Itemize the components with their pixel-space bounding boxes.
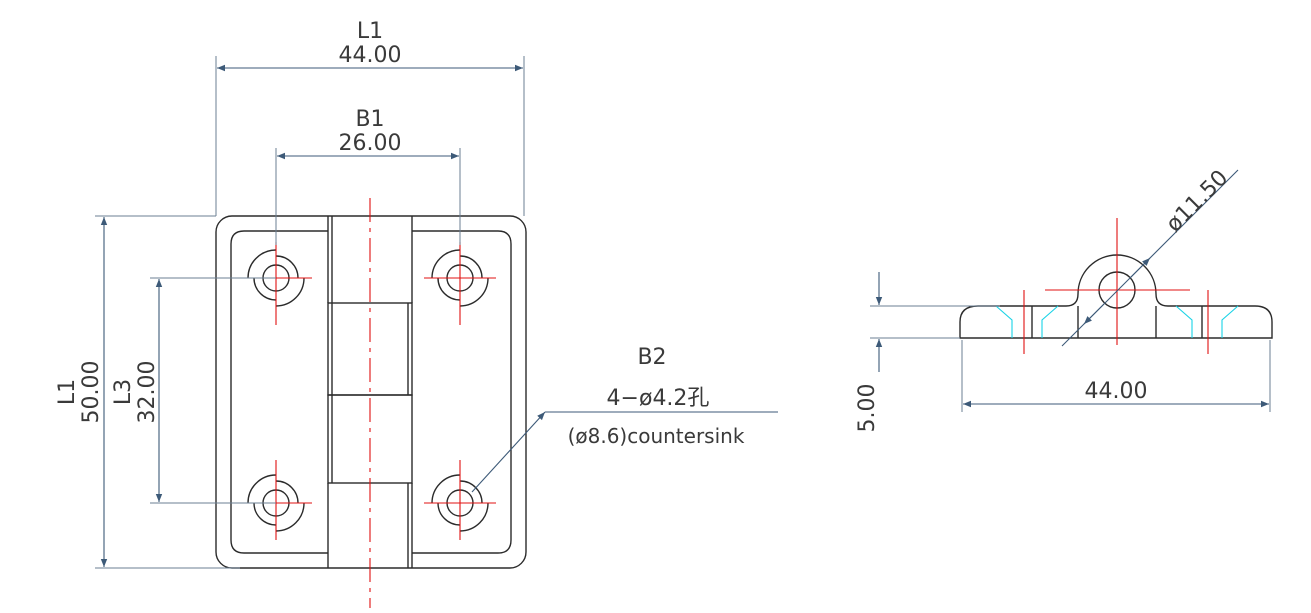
hole-top-left <box>240 242 312 325</box>
side-width-value: 44.00 <box>1085 379 1148 404</box>
side-view: ø11.50 5.00 44.00 <box>855 166 1273 432</box>
dim-height-label: L1 <box>55 379 80 405</box>
callout-line1: 4−ø4.2孔 <box>607 386 710 411</box>
plate-outline <box>215 215 527 569</box>
dim-width-l1: L1 44.00 <box>215 19 525 216</box>
hole-callout-b2: B2 4−ø4.2孔 (ø8.6)countersink <box>471 345 778 493</box>
dim-width-value: 44.00 <box>339 43 402 68</box>
countersink-hidden-left <box>995 305 1059 338</box>
dim-hole-spacing-b1: B1 26.00 <box>275 107 461 245</box>
dim-b1-label: B1 <box>355 107 384 132</box>
dim-l3-value: 32.00 <box>135 361 160 424</box>
dim-knuckle-diameter: ø11.50 <box>1061 166 1239 347</box>
dim-b1-value: 26.00 <box>339 131 402 156</box>
thickness-value: 5.00 <box>855 384 880 433</box>
side-profile <box>959 254 1273 339</box>
hole-top-right <box>424 242 496 325</box>
left-leaf-inner <box>230 230 328 554</box>
hole-bottom-right <box>424 460 496 540</box>
dim-width-label: L1 <box>357 19 383 44</box>
dim-side-width: 44.00 <box>961 340 1271 412</box>
countersink-hidden-right <box>1175 305 1239 338</box>
diameter-value: ø11.50 <box>1162 166 1234 238</box>
dim-vertical-spacing-l3: L3 32.00 <box>111 277 276 504</box>
dim-height-value: 50.00 <box>79 361 104 424</box>
dim-l3-label: L3 <box>111 379 136 405</box>
right-leaf-inner <box>412 230 512 554</box>
hole-bottom-left <box>240 460 312 540</box>
knuckle <box>327 216 413 568</box>
callout-label: B2 <box>637 345 666 370</box>
dim-thickness: 5.00 <box>855 272 1000 432</box>
dim-height-l1: L1 50.00 <box>55 215 240 569</box>
front-view: L1 44.00 B1 26.00 L1 50.00 L3 32.00 <box>55 19 778 608</box>
callout-line2: (ø8.6)countersink <box>568 424 745 448</box>
